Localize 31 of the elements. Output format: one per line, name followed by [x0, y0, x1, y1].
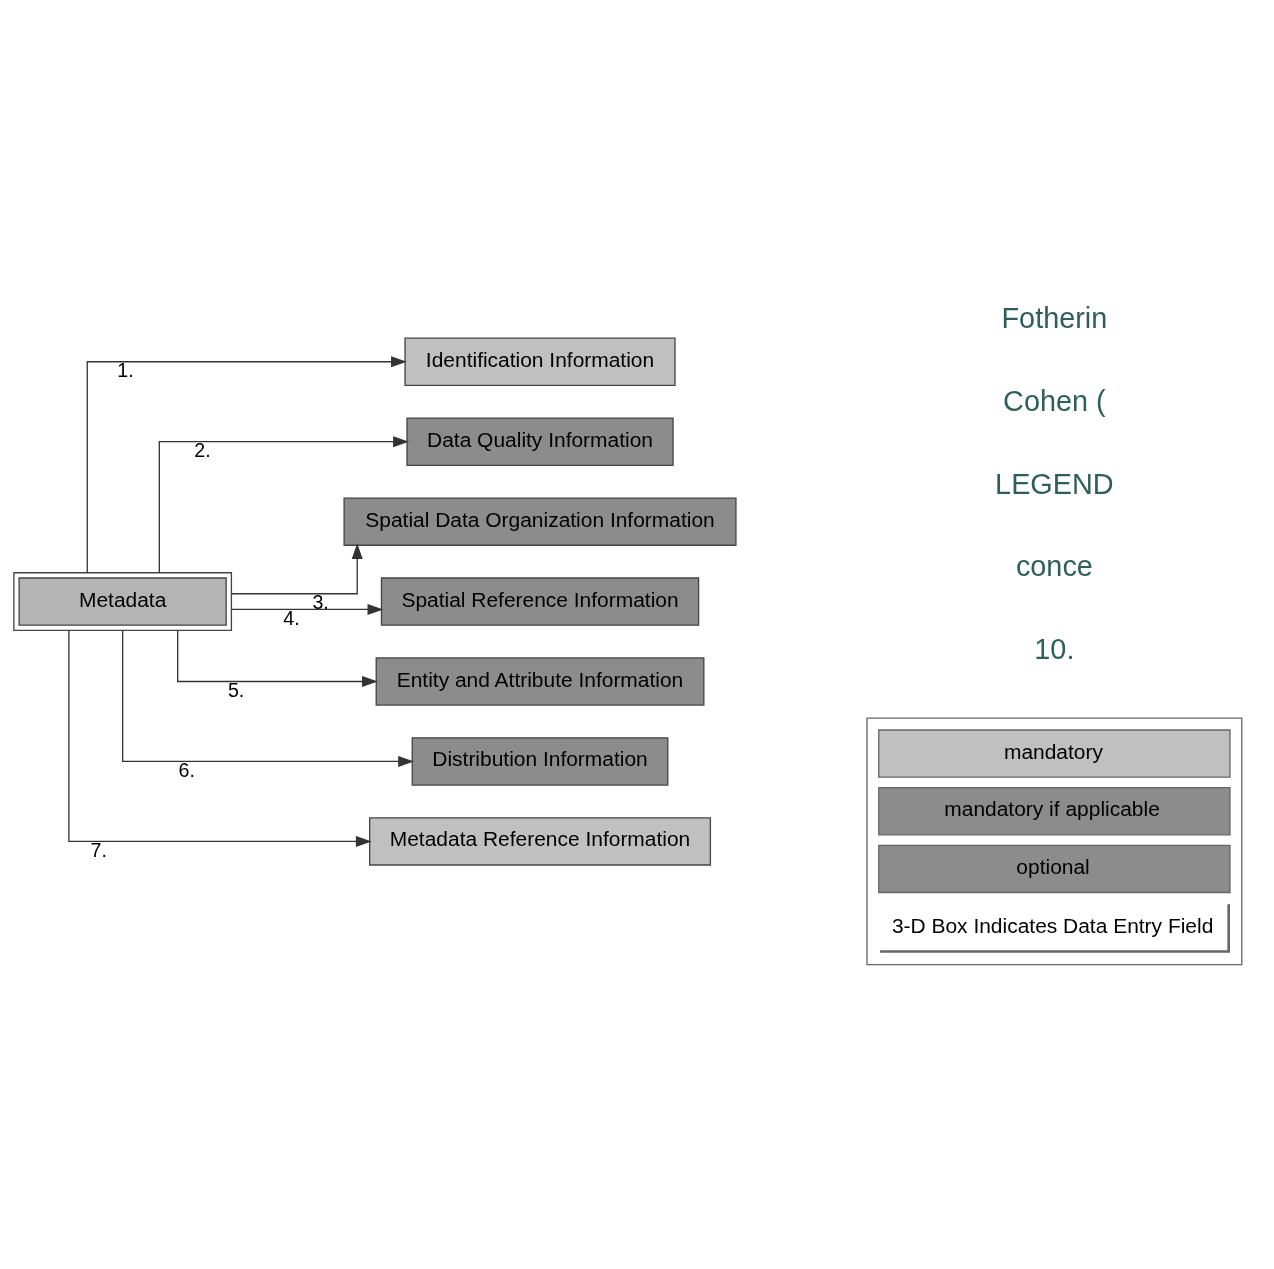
arrow	[122, 629, 414, 767]
arrow	[158, 435, 409, 573]
edge-label: 2.	[194, 438, 211, 461]
edge-label: 6.	[178, 758, 195, 781]
node-box: Entity and Attribute Information	[375, 656, 705, 706]
legend-label: optional	[1016, 854, 1090, 878]
arrow	[177, 629, 378, 687]
edge-label: 7.	[90, 838, 107, 861]
node-box: Distribution Information	[411, 736, 669, 786]
node-box: Identification Information	[404, 337, 676, 386]
edge-label: 3.	[312, 590, 329, 613]
node-box: Metadata Reference Information	[369, 816, 712, 866]
label: conce	[1015, 549, 1093, 582]
edge-label: 1.	[117, 358, 134, 381]
label: LEGEND	[995, 467, 1114, 500]
edge-label: 5.	[227, 678, 245, 701]
arrow	[231, 603, 384, 615]
node-box: Spatial Reference Information	[380, 576, 700, 626]
edge-label: 4.	[283, 606, 300, 629]
arrow	[86, 355, 407, 573]
arrow	[68, 629, 372, 847]
legend-label: 3-D Box Indicates Data Entry Field	[891, 913, 1214, 937]
label: Cohen (	[1003, 384, 1106, 417]
label: Fotherin	[1001, 301, 1108, 334]
legend-label: mandatory	[1003, 739, 1103, 763]
label: 10.	[1034, 632, 1075, 665]
node-box: Spatial Data Organization Information	[343, 496, 737, 546]
arrow	[231, 542, 363, 594]
node-box: Metadata	[13, 571, 233, 631]
node-box: Data Quality Information	[406, 416, 674, 466]
legend-label: mandatory if applicable	[944, 796, 1160, 820]
